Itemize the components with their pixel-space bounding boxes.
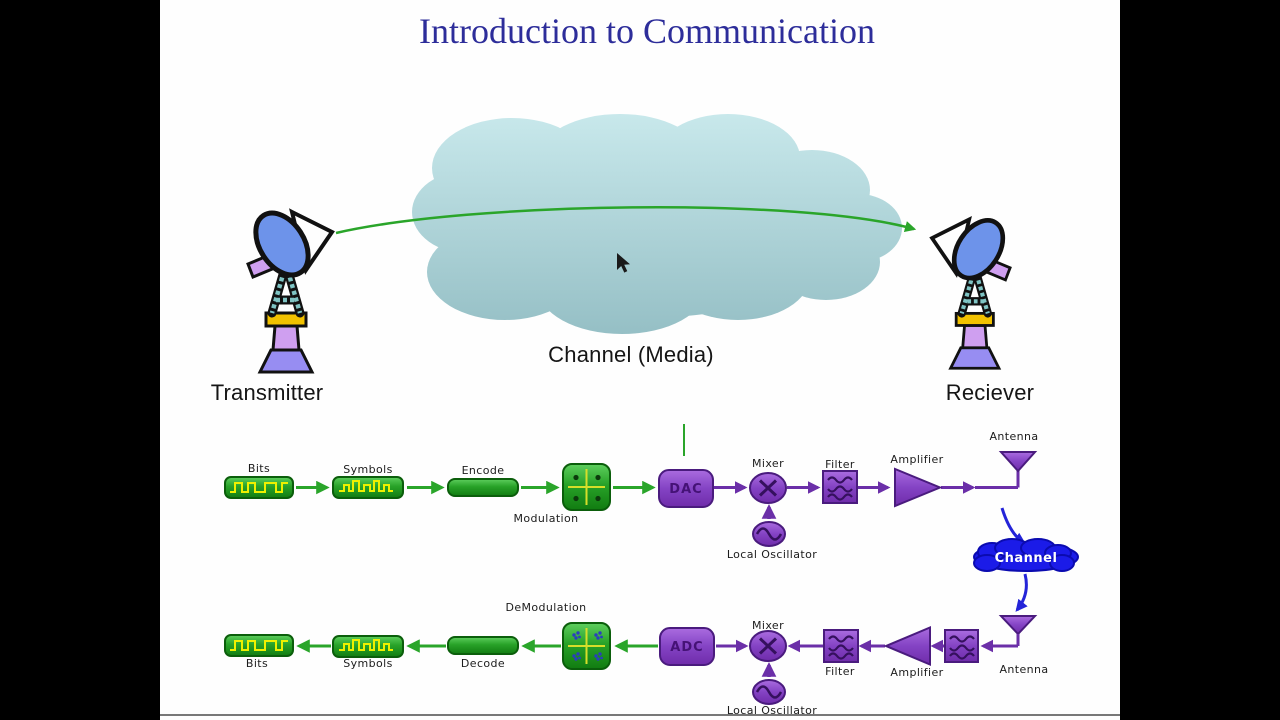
letterbox-left bbox=[0, 0, 160, 720]
tx-modulation-label: Modulation bbox=[513, 512, 579, 525]
dac-text: DAC bbox=[669, 482, 702, 497]
tx-antenna-label: Antenna bbox=[989, 430, 1039, 443]
rx-mixer-label: Mixer bbox=[751, 619, 785, 632]
rx-symbols-label: Symbols bbox=[343, 657, 393, 670]
rx-symbols-block bbox=[332, 635, 404, 658]
decode-label: Decode bbox=[460, 657, 506, 670]
tx-encode-block bbox=[447, 478, 519, 497]
transmitter-dish-icon bbox=[245, 204, 332, 372]
tx-encode-label: Encode bbox=[461, 464, 505, 477]
demodulation-label: DeModulation bbox=[505, 601, 587, 614]
tx-mixer-node bbox=[749, 472, 787, 504]
adc-block: ADC bbox=[659, 627, 715, 666]
tx-filter-block bbox=[822, 470, 858, 504]
rx-filter-label: Filter bbox=[825, 665, 855, 678]
dac-block: DAC bbox=[658, 469, 714, 508]
rx-filter-pre-block bbox=[944, 629, 979, 663]
rx-bits-block bbox=[224, 634, 294, 657]
channel-cloud-text: Channel bbox=[995, 551, 1058, 566]
rx-local-oscillator-label: Local Oscillator bbox=[726, 704, 818, 717]
tx-amplifier bbox=[894, 467, 943, 508]
rx-antenna-label: Antenna bbox=[999, 663, 1049, 676]
adc-text: ADC bbox=[670, 640, 703, 655]
rx-amplifier bbox=[883, 625, 931, 667]
rx-antenna-icon bbox=[998, 615, 1038, 636]
demodulation-block bbox=[562, 622, 611, 670]
tx-bits-block bbox=[224, 476, 294, 499]
letterbox-right bbox=[1120, 0, 1280, 720]
tx-local-oscillator-label: Local Oscillator bbox=[726, 548, 818, 561]
tx-local-oscillator-node bbox=[752, 521, 786, 547]
tx-bits-label: Bits bbox=[247, 462, 271, 475]
slide-bottom-rule bbox=[160, 714, 1120, 716]
antenna-to-channel-arrow bbox=[1000, 507, 1027, 545]
mouse-cursor bbox=[617, 253, 630, 273]
tx-flow-arrows bbox=[296, 424, 685, 495]
rx-bits-label: Bits bbox=[245, 657, 269, 670]
receiver-dish-icon bbox=[932, 212, 1013, 369]
tx-rf-arrows bbox=[714, 471, 1020, 519]
tx-filter-label: Filter bbox=[825, 458, 855, 471]
transmitter-label: Transmitter bbox=[210, 380, 324, 405]
receiver-label: Reciever bbox=[945, 380, 1035, 405]
decode-block bbox=[447, 636, 519, 655]
tx-modulation-block bbox=[562, 463, 611, 511]
tx-symbols-label: Symbols bbox=[343, 463, 393, 476]
tx-antenna-icon bbox=[998, 451, 1038, 473]
rx-filter-block bbox=[823, 629, 859, 663]
channel-media-label: Channel (Media) bbox=[548, 342, 714, 367]
channel-cloud: Channel bbox=[973, 538, 1079, 572]
rx-mixer-node bbox=[749, 630, 787, 662]
rx-rf-arrows bbox=[716, 634, 1020, 677]
channel-to-antenna-arrow bbox=[1015, 573, 1028, 612]
media-cloud bbox=[412, 114, 902, 334]
tx-mixer-label: Mixer bbox=[751, 457, 785, 470]
tx-to-rx-signal-arrow bbox=[335, 206, 917, 235]
tx-amplifier-label: Amplifier bbox=[890, 453, 944, 466]
tx-symbols-block bbox=[332, 476, 404, 499]
slide-title: Introduction to Communication bbox=[419, 11, 875, 51]
rx-local-oscillator-node bbox=[752, 679, 786, 705]
rx-amplifier-label: Amplifier bbox=[890, 666, 944, 679]
